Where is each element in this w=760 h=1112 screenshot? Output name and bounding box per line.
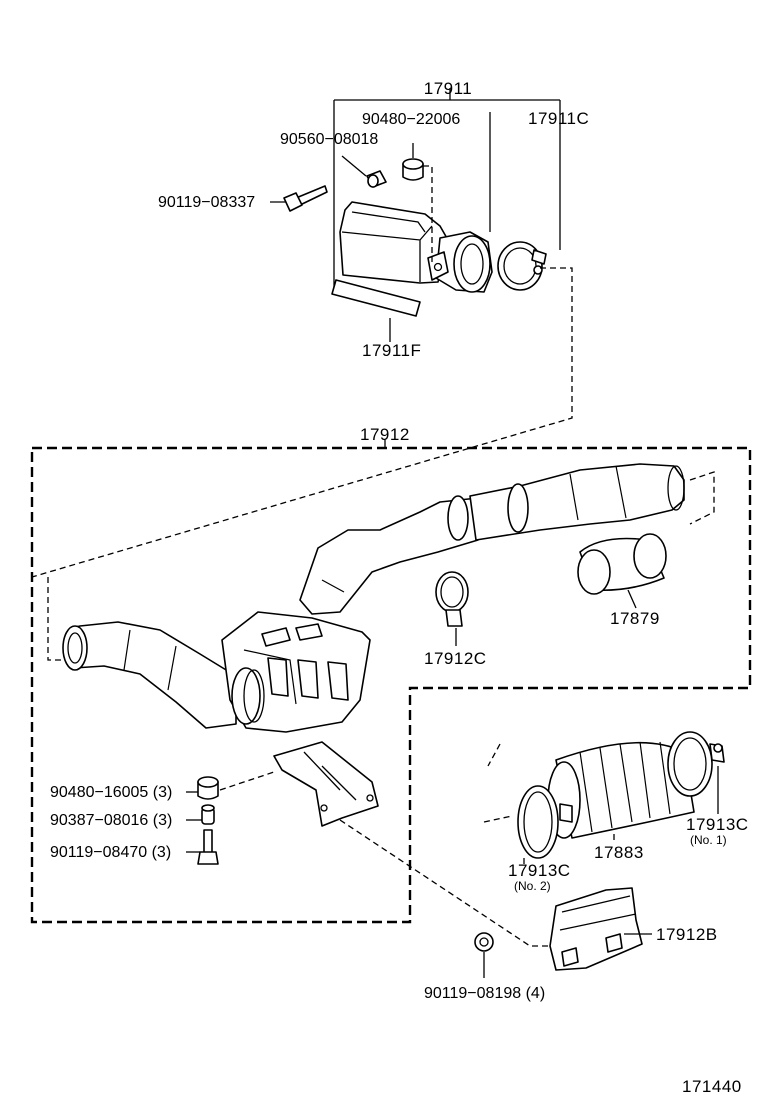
cushion-90480-16005	[186, 776, 219, 800]
label-17912B: 17912B	[656, 925, 718, 944]
bolt-90119-08470	[186, 829, 219, 865]
label-90119-08470: 90119−08470 (3)	[50, 844, 171, 861]
guide-line-left	[47, 577, 62, 661]
clamp-17913C-no2	[517, 785, 573, 864]
label-17911F: 17911F	[362, 341, 421, 360]
cushion-90480-22006	[402, 158, 433, 262]
label-90119-08337: 90119−08337	[158, 194, 255, 211]
label-90480-22006: 90480−22006	[362, 111, 460, 128]
label-90387-08016: 90387−08016 (3)	[50, 812, 172, 829]
collar-90387-08016	[186, 804, 215, 825]
label-17911C: 17911C	[528, 109, 589, 128]
bolt-90119-08198	[474, 932, 494, 978]
air-inlet-duct-17911	[339, 201, 493, 293]
label-17913C-no1: 17913C	[686, 815, 749, 834]
label-17879: 17879	[610, 609, 660, 628]
label-17912C: 17912C	[424, 649, 487, 668]
collar-90560-08018	[366, 170, 387, 188]
label-90119-08198: 90119−08198 (4)	[424, 985, 545, 1002]
bolt-90119-08337	[283, 185, 328, 212]
clamp-17911C	[31, 241, 573, 578]
mount-bracket	[219, 741, 556, 947]
label-17913C-no1-note: (No. 1)	[690, 833, 727, 847]
label-17883: 17883	[594, 843, 644, 862]
hose-17879	[577, 533, 667, 609]
air-intake-pipe-17912	[62, 463, 715, 733]
bracket-17912	[30, 440, 752, 924]
clamp-17913C-no1	[667, 731, 725, 814]
figure-number: 171440	[682, 1077, 742, 1096]
label-17911: 17911	[424, 79, 473, 98]
bracket-17912B	[549, 887, 652, 971]
label-17913C-no2: 17913C	[508, 861, 571, 880]
label-17912: 17912	[360, 425, 410, 444]
label-90480-16005: 90480−16005 (3)	[50, 784, 172, 801]
seal-17911F	[331, 279, 421, 342]
clamp-17912C	[435, 571, 469, 646]
label-90560-08018: 90560−08018	[280, 131, 378, 148]
hose-17883	[483, 741, 695, 840]
label-17913C-no2-note: (No. 2)	[514, 879, 551, 893]
